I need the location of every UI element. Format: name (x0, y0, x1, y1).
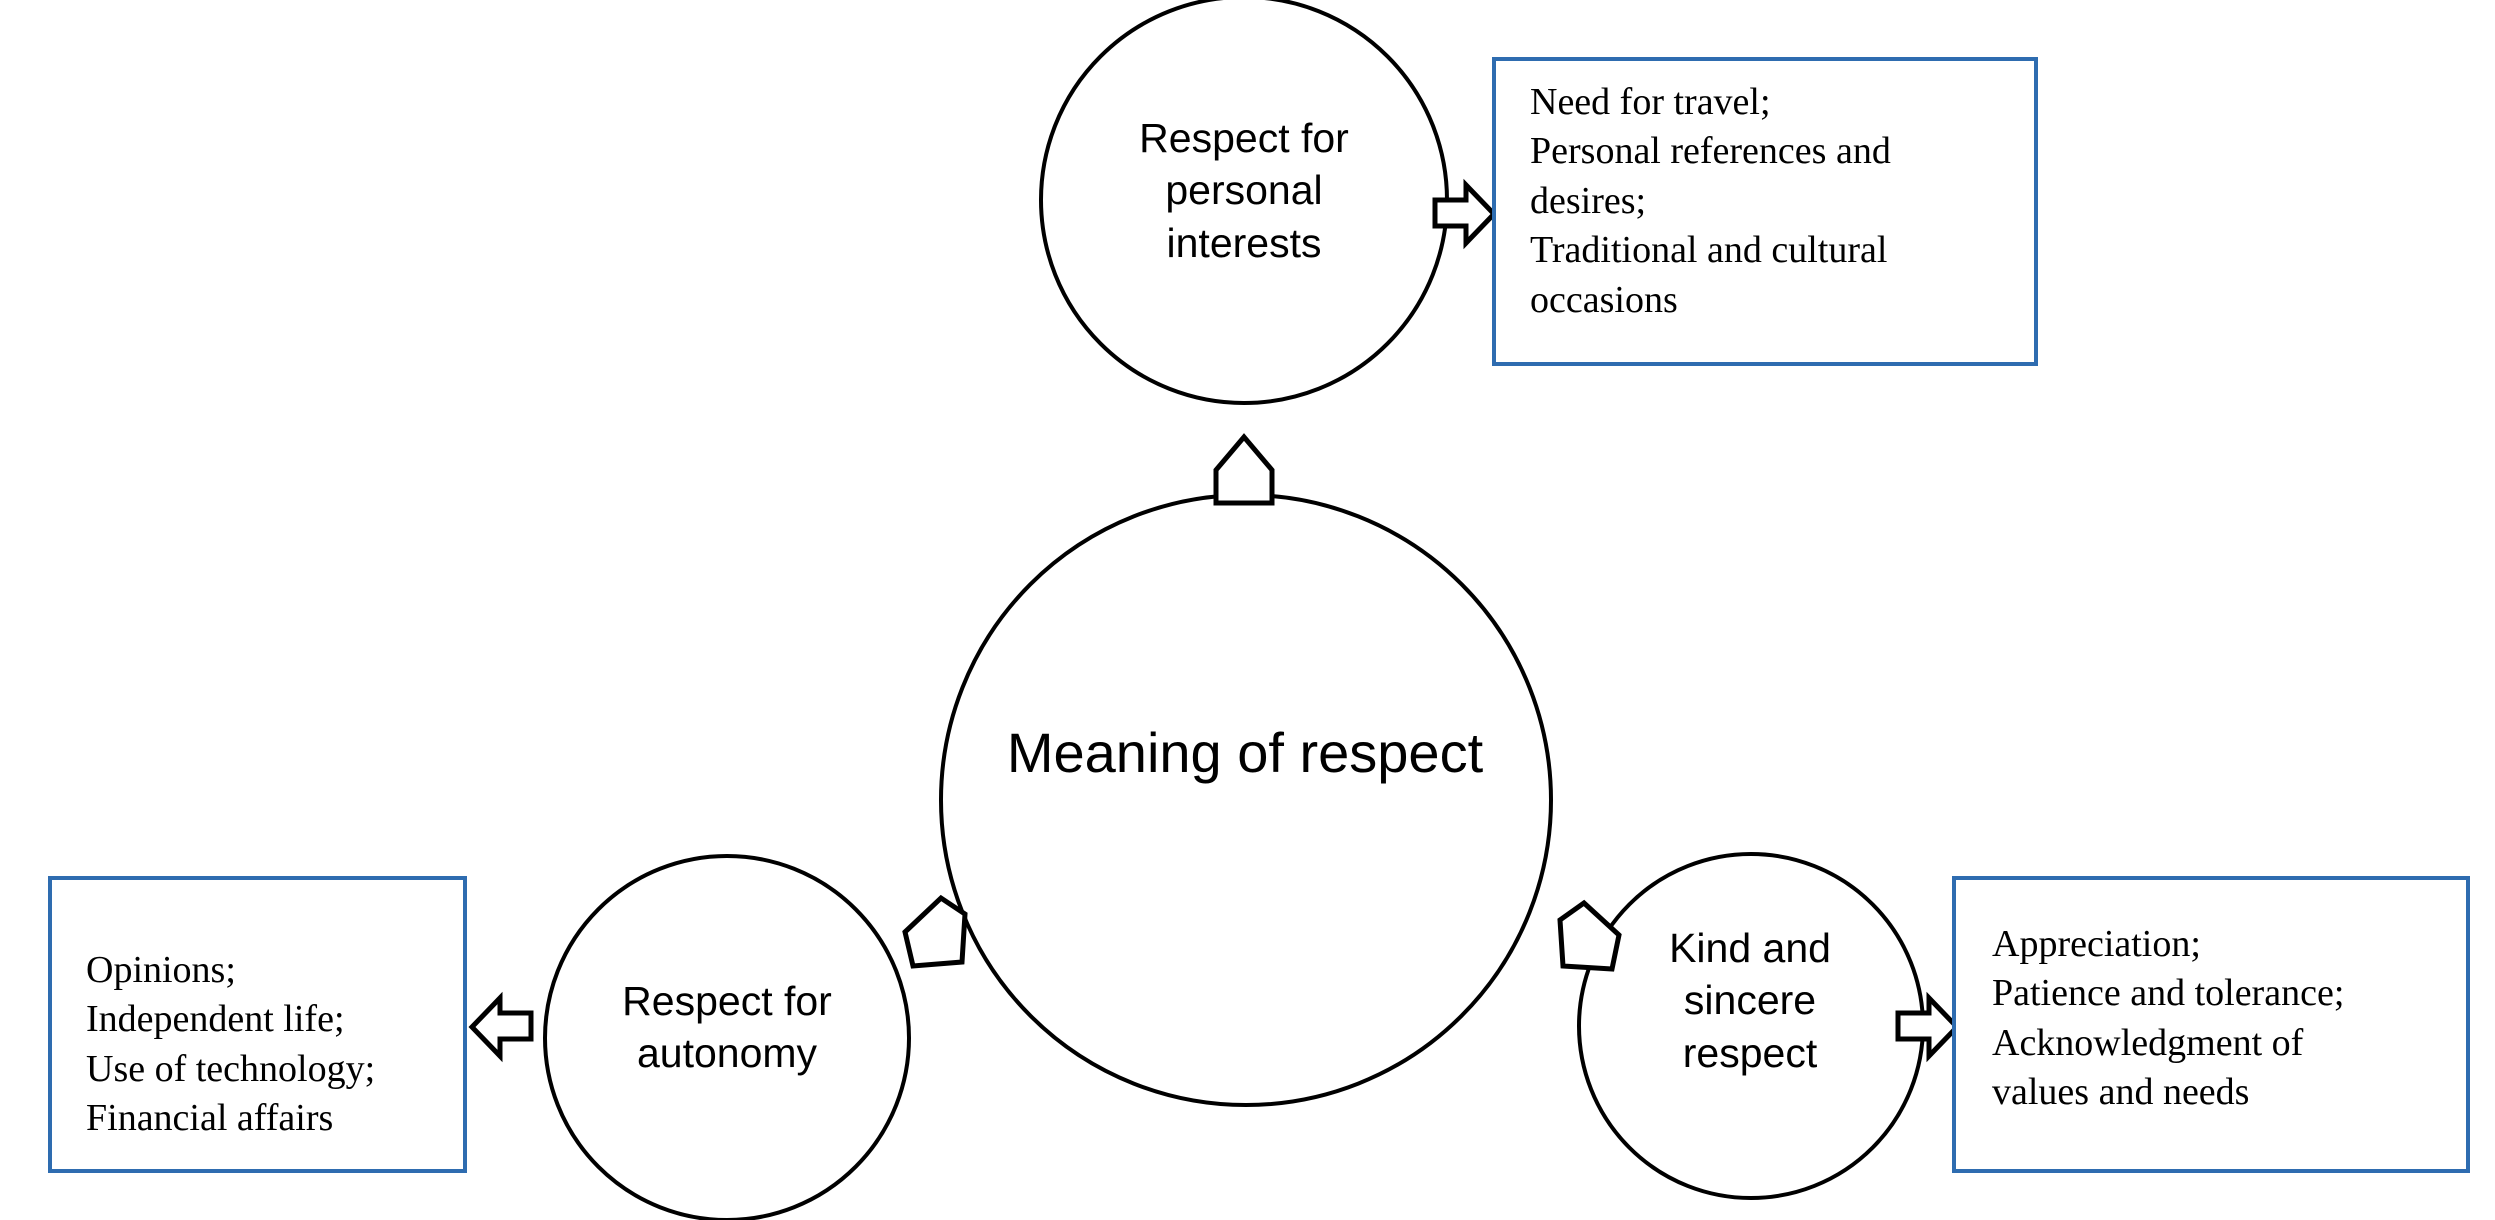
detail-text-kind-sincere: Appreciation; Patience and tolerance; Ac… (1992, 923, 2345, 1114)
pentagon-connector-right-icon (1557, 899, 1622, 972)
block-arrow-right-bottom-icon (1895, 991, 1961, 1063)
block-arrow-right-top-icon (1432, 178, 1498, 250)
circle-kind-sincere[interactable] (1577, 852, 1925, 1200)
detail-box-autonomy (48, 876, 467, 1173)
block-arrow-left-bottom-icon (468, 991, 534, 1063)
circle-autonomy[interactable] (543, 854, 911, 1220)
circle-meaning-of-respect[interactable] (939, 493, 1553, 1107)
detail-text-autonomy: Opinions; Independent life; Use of techn… (86, 949, 376, 1140)
detail-box-personal-interests (1492, 57, 2038, 366)
pentagon-connector-left-icon (902, 894, 968, 969)
detail-box-kind-sincere (1952, 876, 2470, 1173)
pentagon-connector-up-icon (1213, 433, 1275, 506)
circle-personal-interests[interactable] (1039, 0, 1449, 405)
detail-text-personal-interests: Need for travel; Personal references and… (1530, 81, 1891, 321)
